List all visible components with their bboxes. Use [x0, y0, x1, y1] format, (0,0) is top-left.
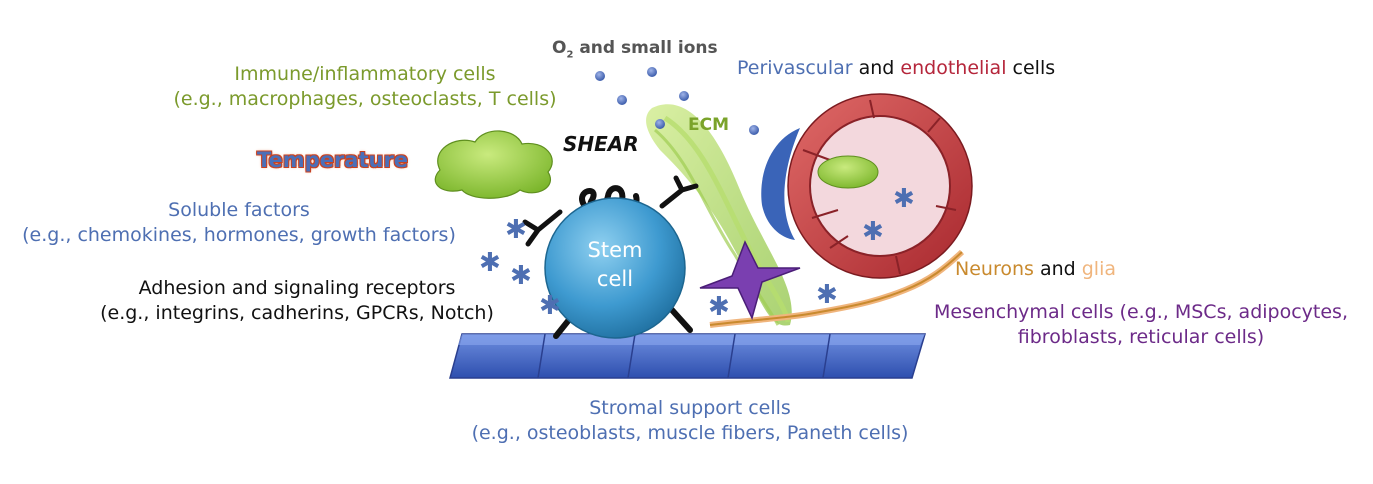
immune-cell-cloud — [434, 130, 553, 199]
svg-text:✱: ✱ — [510, 261, 532, 291]
immune-label: Immune/inflammatory cells (e.g., macroph… — [173, 63, 557, 110]
svg-text:✱: ✱ — [862, 217, 884, 247]
svg-text:✱: ✱ — [893, 184, 915, 214]
stem-cell-label: Stem cell — [587, 238, 643, 291]
svg-text:✱: ✱ — [505, 215, 527, 245]
neurons-glia-label: Neurons and glia — [955, 258, 1116, 280]
svg-text:✱: ✱ — [816, 280, 838, 310]
svg-text:✱: ✱ — [708, 292, 730, 322]
adhesion-receptors-label: Adhesion and signaling receptors (e.g., … — [100, 277, 494, 324]
ion-dots — [595, 67, 759, 135]
mesenchymal-star — [699, 240, 801, 321]
temperature-label: Temperature — [257, 148, 409, 172]
perivascular-endothelial-label: Perivascular and endothelial cells — [737, 57, 1056, 79]
blood-vessel — [787, 93, 973, 279]
stromal-support-label: Stromal support cells (e.g., osteoblasts… — [471, 397, 909, 444]
stromal-slab — [449, 333, 927, 379]
ecm-label: ECM — [688, 115, 730, 135]
stem-cell — [522, 175, 699, 339]
svg-text:✱: ✱ — [479, 248, 501, 278]
neuron-fiber — [709, 249, 965, 328]
svg-text:✱: ✱ — [539, 291, 561, 321]
mesenchymal-label: Mesenchymal cells (e.g., MSCs, adipocyte… — [933, 301, 1348, 348]
perivascular-cell — [761, 128, 800, 240]
vessel-cell — [817, 155, 879, 189]
soluble-factor-stars: ✱ ✱ ✱ ✱ ✱ ✱ ✱ ✱ — [479, 184, 915, 322]
o2-ions-label: O2 and small ions — [552, 38, 718, 61]
soluble-factors-label: Soluble factors (e.g., chemokines, hormo… — [22, 199, 456, 246]
shear-label: SHEAR — [563, 132, 639, 156]
